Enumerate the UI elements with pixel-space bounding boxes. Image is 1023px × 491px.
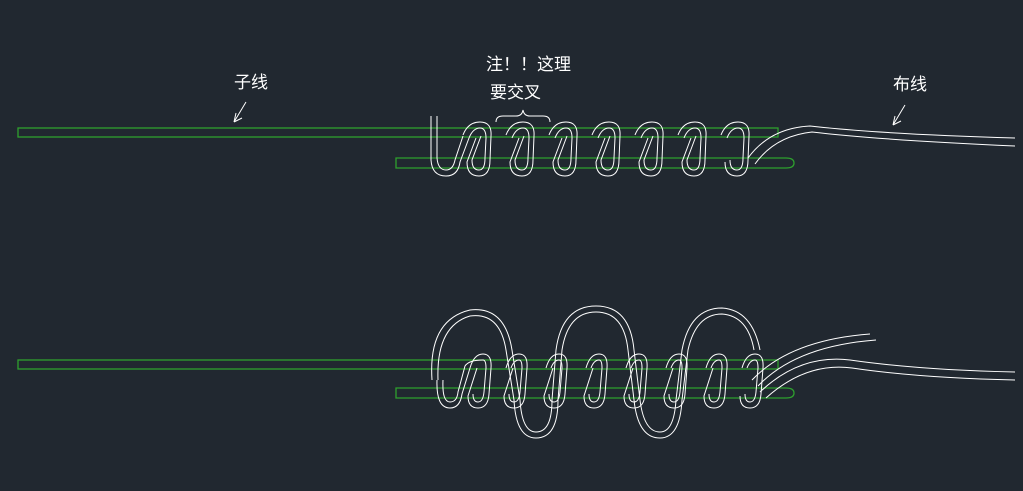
sub-line-label: 子线: [234, 73, 268, 93]
arrow-icon: [892, 104, 906, 126]
coil-wraps-top: [430, 116, 1016, 177]
arrow-icon: [233, 101, 247, 123]
note-label-line1: 注！！这理: [486, 55, 571, 75]
top-knot-figure: 子线 注！！这理 要交叉 布线: [17, 55, 1016, 177]
coil-wraps-bottom: [431, 305, 1016, 439]
note-label-line2: 要交叉: [490, 83, 541, 103]
sub-line-rod-top: [17, 127, 779, 138]
main-line-label: 布线: [893, 75, 927, 95]
bottom-knot-figure: [17, 305, 1016, 439]
main-line-rod-top: [395, 157, 795, 169]
sub-line-rod-bottom: [17, 359, 779, 370]
brace-icon: [495, 109, 551, 123]
main-line-rod-bottom: [395, 387, 795, 399]
